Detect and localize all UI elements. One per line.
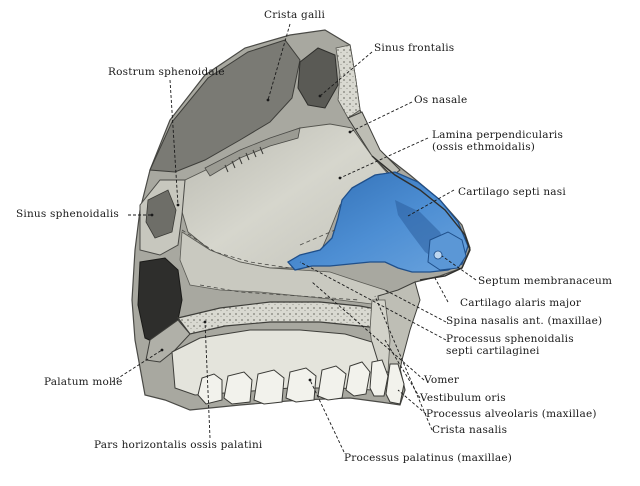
alar-cartilage [427, 231, 467, 271]
label-pars-horizontalis: Pars horizontalis ossis palatini [94, 439, 263, 451]
label-septum-membranaceum: Septum membranaceum [478, 275, 613, 287]
cranial-fossa [149, 39, 301, 173]
label-os-nasale: Os nasale [414, 94, 468, 106]
label-sinus-frontalis: Sinus frontalis [374, 42, 455, 54]
label-vestibulum-oris: Vestibulum oris [420, 392, 506, 404]
label-vomer: Vomer [424, 374, 460, 386]
label-spina-nasalis-ant: Spina nasalis ant. (maxillae) [446, 315, 603, 327]
teeth [197, 359, 405, 405]
label-palatum-molle: Palatum molle [44, 376, 123, 388]
label-cartilago-septi-nasi: Cartilago septi nasi [458, 186, 566, 198]
sphenoid-sinus-cavity [145, 189, 177, 239]
label-processus-palatinus: Processus palatinus (maxillae) [344, 452, 513, 464]
leader-lines [111, 23, 477, 453]
label-crista-galli: Crista galli [264, 9, 326, 21]
label-cartilago-alaris-major: Cartilago alaris major [460, 297, 582, 309]
label-crista-nasalis: Crista nasalis [432, 424, 508, 436]
label-processus-alveolaris: Processus alveolaris (maxillae) [426, 408, 597, 420]
label-lamina-perpendicularis: Lamina perpendicularis (ossis ethmoidali… [432, 129, 564, 153]
label-sinus-sphenoidalis: Sinus sphenoidalis [16, 208, 120, 220]
label-processus-sphenoidalis: Processus sphenoidalis septi cartilagine… [446, 333, 574, 357]
label-rostrum-sphenoidale: Rostrum sphenoidale [108, 66, 225, 78]
frontal-sinus [297, 47, 339, 109]
